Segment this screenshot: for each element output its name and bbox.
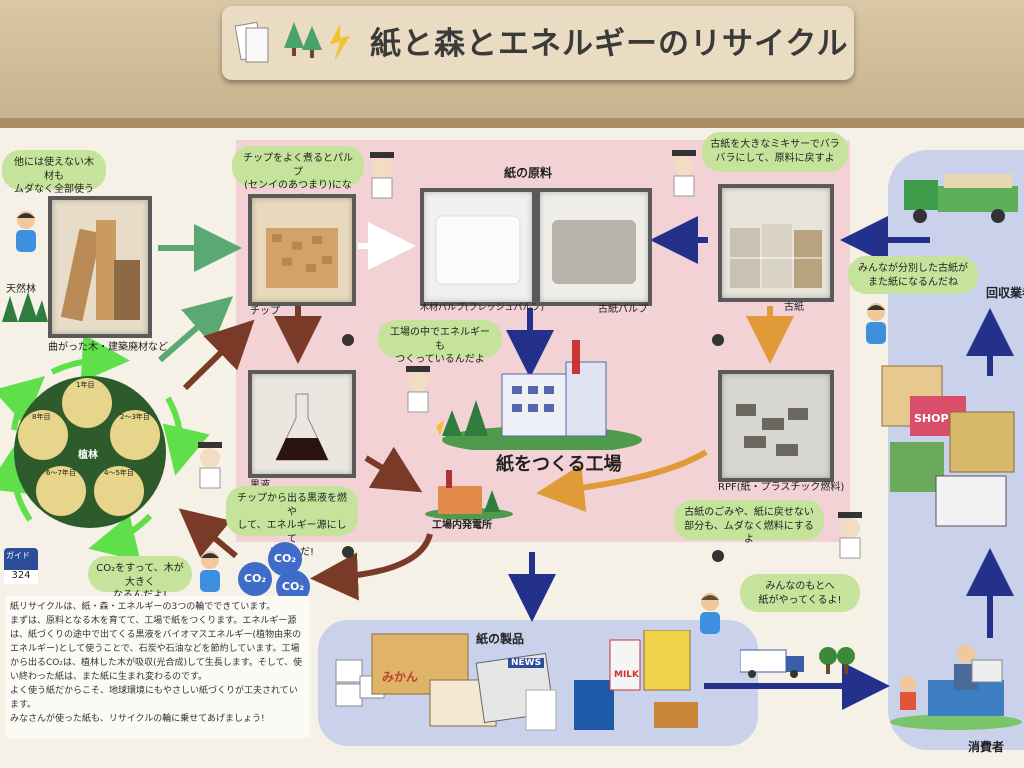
power-plant-icon [425, 470, 513, 520]
professor-icon-5 [406, 366, 430, 413]
arrow-power-to-co2 [310, 533, 433, 601]
trees-icon [819, 647, 855, 674]
description-line-2: まずは、原料となる木を育てて、工場で紙をつくります。エネルギー源は、紙づくりの途… [10, 616, 303, 682]
bubble-sorted: みんなが分別した古紙が また紙になるんだね [848, 256, 978, 294]
rpf-label: RPF(紙・プラスチック燃料) [718, 482, 845, 493]
virgin-pulp-label: 木材パルプ(フレッシュパルプ) [420, 303, 545, 313]
bubble-co2-text: CO₂をすって、木が大きく なるんだよ! [96, 563, 184, 601]
year-1-circle: 1年目 [62, 378, 112, 428]
rpf-fuel-icon [736, 404, 808, 456]
arrow-forest-brown [182, 319, 255, 391]
waste-paper-label: 古紙 [784, 302, 804, 313]
page-title: 紙と森とエネルギーのリサイクル [370, 26, 849, 62]
year-4-circle: 4〜5年目 [94, 466, 144, 516]
milk-label: MILK [614, 670, 640, 680]
boy-pointing-icon [16, 211, 36, 252]
factory-title: 紙をつくる工場 [496, 454, 622, 475]
raw-materials-title: 紙の原料 [504, 166, 553, 180]
description-text: 紙リサイクルは、紙・森・エネルギーの3つの輪でできています。 まずは、原料となる… [6, 596, 310, 738]
delivery-truck-icon [740, 649, 804, 678]
waste-paper-display [718, 184, 834, 302]
professor-icon-4 [838, 512, 862, 559]
cycle-arrow-top [50, 334, 130, 383]
virgin-pulp-display [420, 188, 536, 306]
flask-icon [275, 393, 329, 461]
wood-chips-icon [266, 228, 338, 288]
black-liquor-label: 黒液 [250, 476, 270, 491]
arrow-liquor-to-power [364, 446, 423, 493]
chips-display [248, 194, 356, 306]
year-2-label: 2〜3年目 [120, 413, 150, 421]
gray-pulp-icon [552, 220, 636, 284]
girl-icon [700, 593, 720, 634]
description-line-3: よく使う紙だからこそ、地球環境にもやさしい紙づくりが工夫されています。 [10, 686, 298, 710]
cycle-arrow-left2 [0, 376, 45, 431]
news-label: NEWS [508, 658, 545, 668]
year-6-label: 6〜7年目 [46, 469, 76, 477]
cycle-arrow-right [162, 396, 210, 476]
planting-label: 植林 [78, 450, 98, 461]
bubble-wood-use: 他には使えない木材も ムダなく全部使うよ [2, 150, 106, 209]
factory-icon [436, 340, 642, 450]
chips-label: チップ [250, 306, 280, 317]
bubble-delivered: みんなのもとへ 紙がやってくるよ! [740, 574, 860, 612]
bubble-mixer-text: 古紙を大きなミキサーでバラ バラにして、原料に戻すよ [710, 139, 840, 164]
consumer-label: 消費者 [968, 740, 1005, 754]
shop-bag-label: SHOP [914, 412, 949, 425]
bubble-delivered-text: みんなのもとへ 紙がやってくるよ! [758, 581, 842, 606]
year-6-circle: 6〜7年目 [36, 466, 86, 516]
bubble-energy-inside: 工場の中でエネルギーも つくっているんだよ [378, 320, 502, 365]
description-line-4: みなさんが使った紙も、リサイクルの輪に乗せてあげましょう! [10, 714, 265, 724]
black-liquor-display [248, 370, 356, 478]
year-8-circle: 8年目 [18, 410, 68, 460]
forest-icon [2, 292, 48, 322]
white-pulp-icon [435, 215, 521, 285]
recycled-pulp-display [536, 188, 652, 306]
co2-bubble-2: CO₂ [238, 562, 272, 596]
professor-icon [370, 152, 394, 199]
guide-label: ガイド [6, 551, 30, 560]
scrap-wood-display [48, 196, 152, 338]
shopping-goods-icon [881, 365, 1015, 527]
paper-forest-energy-icon [234, 21, 350, 63]
collection-truck-icon [904, 174, 1018, 223]
boy-icon [200, 551, 220, 592]
year-2-circle: 2〜3年目 [110, 410, 160, 460]
wood-pieces-icon [60, 220, 140, 322]
products-title: 紙の製品 [476, 632, 525, 646]
year-4-label: 4〜5年目 [104, 469, 134, 477]
professor-icon-2 [198, 442, 222, 489]
consumer-family-icon [890, 645, 1022, 730]
scrap-wood-label: 曲がった木・建築廃材など [48, 342, 168, 353]
cycle-arrow-bottom [88, 513, 153, 562]
power-plant-label: 工場内発電所 [432, 520, 492, 531]
paper-products-icon [335, 630, 698, 731]
newspaper-bundle-icon [730, 224, 822, 288]
guide-number: 324 [4, 570, 38, 584]
mikan-box-label: みかん [382, 670, 419, 684]
description-line-1: 紙リサイクルは、紙・森・エネルギーの3つの輪でできています。 [10, 602, 276, 612]
year-8-label: 8年目 [32, 413, 51, 421]
natural-forest-label: 天然林 [6, 284, 36, 295]
cycle-arrow-left [0, 444, 34, 522]
bubble-garbage-fuel: 古紙のごみや、紙に戻せない 部分も、ムダなく燃料にするよ [674, 500, 824, 545]
bubble-co2: CO₂をすって、木が大きく なるんだよ! [88, 556, 192, 601]
bubble-sorted-text: みんなが分別した古紙が また紙になるんだね [858, 263, 968, 288]
boy-waving-icon [866, 303, 886, 344]
professor-icon-3 [672, 150, 696, 197]
arrow-rpf-to-power [536, 449, 708, 513]
arrow-co2-to-forest [178, 508, 238, 559]
bubble-garbage-fuel-text: 古紙のごみや、紙に戻せない 部分も、ムダなく燃料にするよ [684, 507, 814, 545]
bubble-black-liquor-fuel: チップから出る黒液を燃や して、エネルギー源にして いるんだ! [226, 486, 358, 558]
bubble-energy-inside-text: 工場の中でエネルギーも つくっているんだよ [390, 327, 490, 365]
arrow-forest-to-chips [158, 296, 234, 363]
recycled-pulp-label: 古紙パルプ [598, 304, 648, 315]
bubble-chip-boil: チップをよく煮るとパルプ (センイのあつまり)になるよ [232, 146, 364, 205]
title-plate [222, 6, 854, 80]
bubble-mixer: 古紙を大きなミキサーでバラ バラにして、原料に戻すよ [702, 132, 848, 172]
year-1-label: 1年目 [76, 381, 95, 389]
rpf-display [718, 370, 834, 482]
collector-label: 回収業者 [986, 286, 1024, 300]
